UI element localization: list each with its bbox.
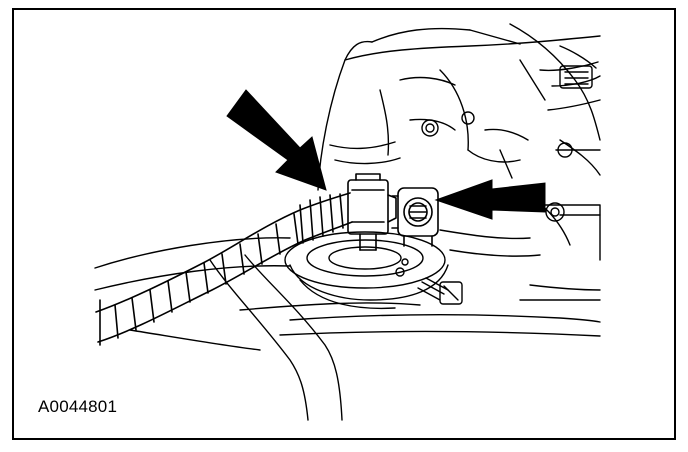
figure-frame xyxy=(12,8,676,440)
strut-tower-right xyxy=(439,189,601,261)
sensor-connector xyxy=(391,187,439,247)
mounting-stud xyxy=(417,277,463,305)
wiring-harness xyxy=(95,192,353,346)
lower-body-structure xyxy=(94,237,601,351)
arrow-left-icon xyxy=(434,179,546,220)
arrow-down-right-icon xyxy=(226,89,327,191)
figure-code: A0044801 xyxy=(38,397,118,416)
engine-bay-background xyxy=(317,23,601,191)
